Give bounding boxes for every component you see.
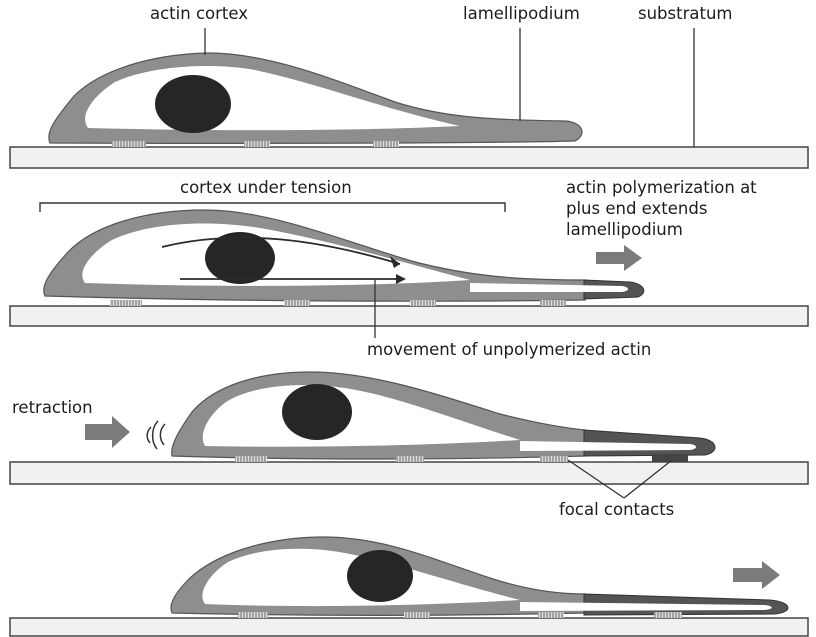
stage-4 <box>10 537 808 636</box>
nucleus <box>282 384 352 440</box>
focal-contacts-label: focal contacts <box>559 500 674 519</box>
polymerization-arrow <box>596 245 642 271</box>
cortex-bracket <box>40 203 505 212</box>
movement-unpolymerized-label: movement of unpolymerized actin <box>367 340 651 359</box>
retraction-marks <box>147 421 165 449</box>
stage-3 <box>10 372 808 498</box>
polymerization-label-line-3: lamellipodium <box>566 220 683 239</box>
nucleus <box>347 550 413 602</box>
lamellipodium-label: lamellipodium <box>463 4 580 23</box>
substratum-label: substratum <box>638 4 733 23</box>
retraction-label: retraction <box>12 398 93 417</box>
nucleus <box>205 232 275 284</box>
movement-arrow <box>733 561 780 589</box>
actin-cortex-label: actin cortex <box>150 4 248 23</box>
substratum-bar <box>10 306 808 326</box>
substratum-bar <box>10 462 808 484</box>
cortex-under-tension-label: cortex under tension <box>180 178 352 197</box>
polymerization-label-line-1: actin polymerization at <box>566 178 757 197</box>
nucleus <box>155 75 231 133</box>
stage-1 <box>10 28 808 168</box>
substratum-bar <box>10 618 808 636</box>
substratum-bar <box>10 147 808 168</box>
retraction-arrow <box>85 416 130 448</box>
polymerization-label-line-2: plus end extends <box>566 199 707 218</box>
stage-2 <box>10 203 808 338</box>
cytoplasm <box>85 66 460 130</box>
cytoplasm <box>82 224 470 286</box>
